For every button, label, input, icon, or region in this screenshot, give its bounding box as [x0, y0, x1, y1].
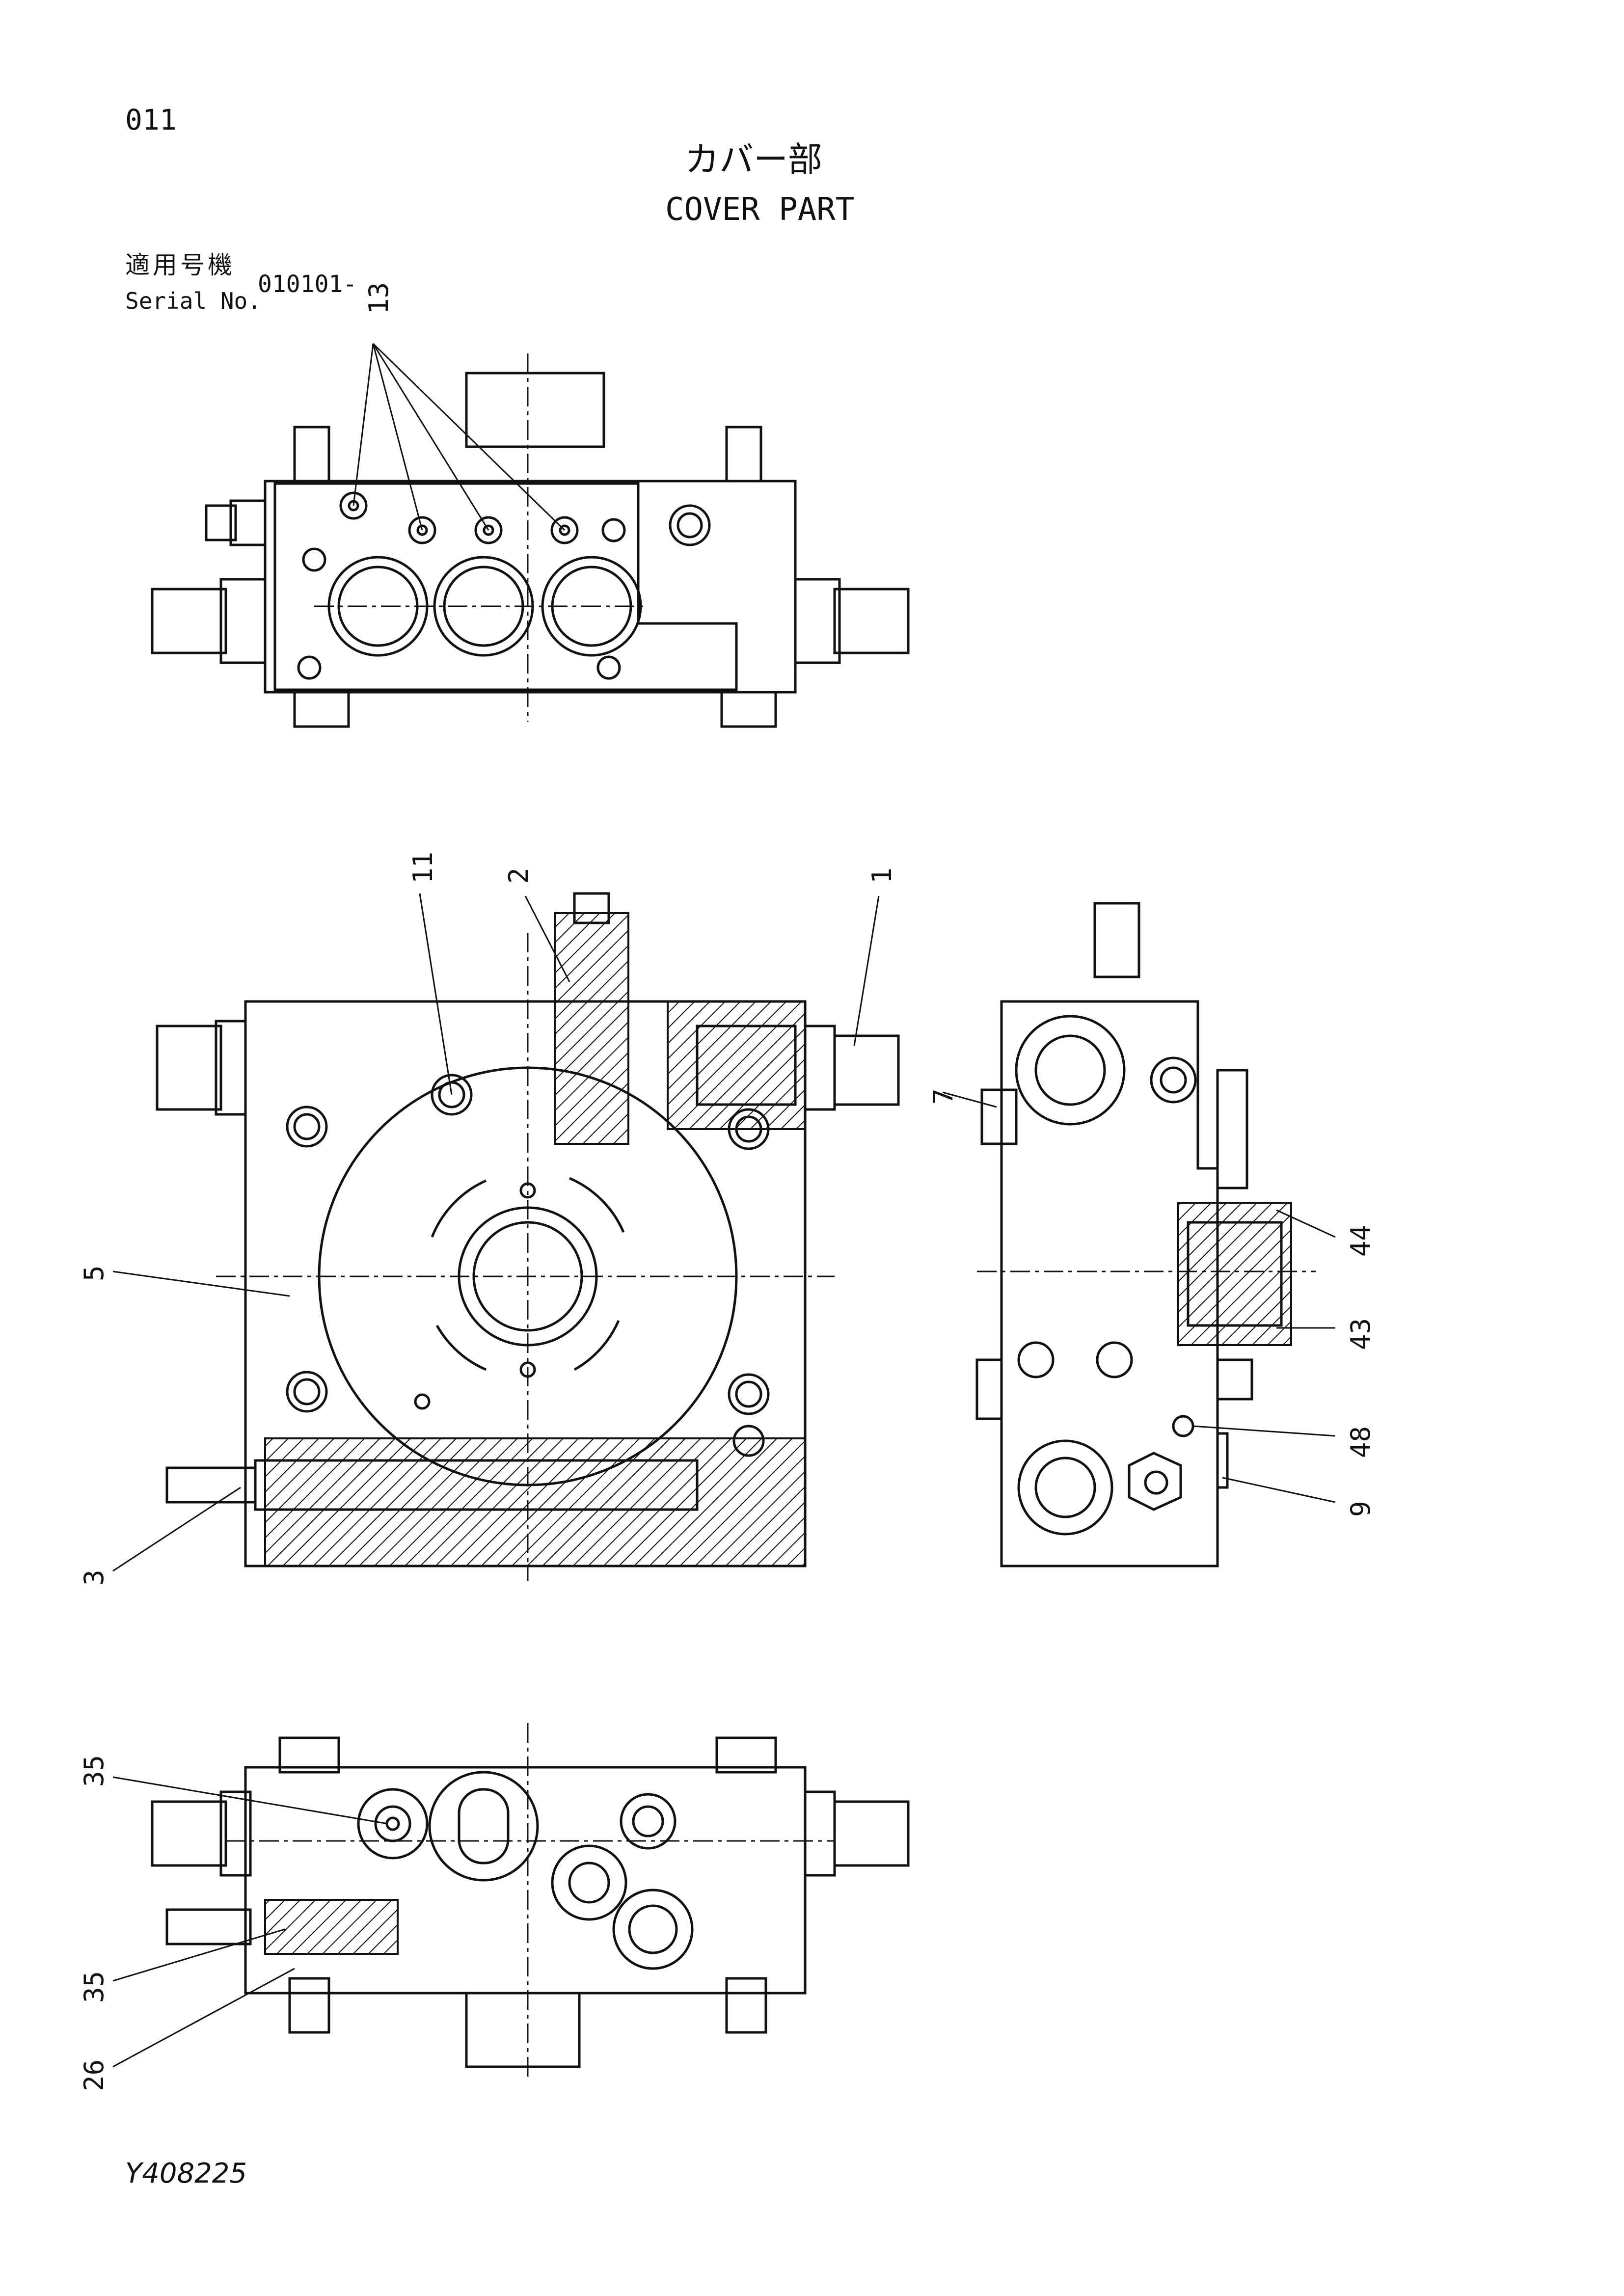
- callout-5: 5: [79, 1265, 109, 1281]
- page-number: 011: [125, 103, 177, 136]
- callout-35-lower: 35: [79, 1971, 109, 2003]
- front-view: 11 2 1 5 3: [79, 852, 900, 1586]
- top-view: 13: [151, 282, 910, 728]
- callout-44: 44: [1345, 1225, 1376, 1257]
- callout-26: 26: [79, 2059, 109, 2091]
- callout-35-upper: 35: [79, 1755, 109, 1787]
- callout-9: 9: [1345, 1501, 1376, 1517]
- callout-3: 3: [79, 1569, 109, 1586]
- serial-number-value: 010101-: [258, 270, 357, 298]
- callout-7: 7: [928, 1088, 959, 1105]
- side-view: 7 44 43 48 9: [928, 902, 1376, 1567]
- callout-13: 13: [363, 282, 394, 314]
- callout-43: 43: [1345, 1318, 1376, 1350]
- bottom-view: 35 35 26: [79, 1723, 910, 2091]
- serial-label-english: Serial No.: [125, 288, 261, 314]
- callout-11: 11: [407, 852, 438, 884]
- callout-48: 48: [1345, 1426, 1376, 1458]
- serial-label-japanese: 適用号機: [125, 251, 235, 279]
- callout-2: 2: [503, 867, 534, 884]
- callout-1: 1: [866, 867, 897, 884]
- title-japanese: カバー部: [685, 139, 822, 180]
- title-english: COVER PART: [665, 191, 855, 228]
- drawing-number: Y408225: [125, 2158, 247, 2189]
